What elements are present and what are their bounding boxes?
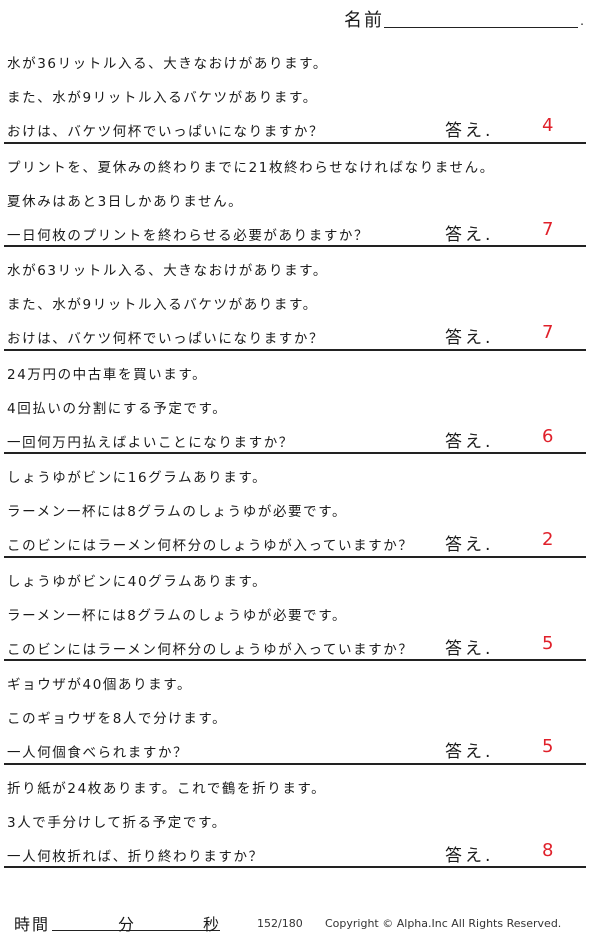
problem-question: 一人何枚折れば、折り終わりますか？ <box>7 848 264 865</box>
page-number: 152/180 <box>257 917 303 930</box>
name-label: 名前 <box>344 10 384 31</box>
problem-question: このビンにはラーメン何杯分のしょうゆが入っていますか？ <box>7 538 414 554</box>
problem-line: 水が36リットル入る、大きなおけがあります。 <box>7 56 329 72</box>
problem-question: 一日何枚のプリントを終わらせる必要がありますか？ <box>7 227 370 244</box>
problem-6: しょうゆがビンに40グラムあります。 ラーメン一杯には8グラムのしょうゆが必要で… <box>4 558 586 661</box>
name-blank-line <box>384 27 578 28</box>
answer-label: 答え. <box>445 535 494 555</box>
problem-line: プリントを、夏休みの終わりまでに21枚終わらせなければなりません。 <box>7 159 495 176</box>
problem-2: プリントを、夏休みの終わりまでに21枚終わらせなければなりません。 夏休みはあと… <box>4 144 586 247</box>
problem-line: ギョウザが40個あります。 <box>7 677 193 693</box>
problem-question: おけは、バケツ何杯でいっぱいになりますか？ <box>7 331 325 347</box>
answer-label: 答え. <box>445 638 494 659</box>
minutes-label: 分 <box>118 915 135 934</box>
problem-line: 4回払いの分割にする予定です。 <box>7 400 228 417</box>
answer-value: 5 <box>542 736 554 757</box>
problem-5: しょうゆがビンに16グラムあります。 ラーメン一杯には8グラムのしょうゆが必要で… <box>4 454 586 558</box>
footer: 時間 分 秒 152/180 Copyright © Alpha.Inc All… <box>0 911 600 935</box>
answer-label: 答え. <box>445 328 494 348</box>
problem-question: 一回何万円払えばよいことになりますか？ <box>7 434 294 451</box>
problem-line: 水が63リットル入る、大きなおけがあります。 <box>7 263 329 279</box>
answer-value: 5 <box>542 632 554 654</box>
time-label: 時間 <box>14 915 51 934</box>
problem-line: このギョウザを8人で分けます。 <box>7 711 228 727</box>
problem-8: 折り紙が24枚あります。これで鶴を折ります。 3人で手分けして折る予定です。 一… <box>4 765 586 868</box>
answer-value: 8 <box>542 839 554 861</box>
problem-line: ラーメン一杯には8グラムのしょうゆが必要です。 <box>7 607 348 624</box>
answer-value: 4 <box>542 115 554 136</box>
answer-value: 7 <box>542 322 554 343</box>
problem-line: 24万円の中古車を買います。 <box>7 366 208 383</box>
problem-question: このビンにはラーメン何杯分のしょうゆが入っていますか？ <box>7 641 414 658</box>
problem-line: ラーメン一杯には8グラムのしょうゆが必要です。 <box>7 504 348 520</box>
name-field-row: 名前 . <box>344 6 584 31</box>
name-suffix: . <box>580 14 584 28</box>
problem-question: おけは、バケツ何杯でいっぱいになりますか？ <box>7 124 325 140</box>
answer-label: 答え. <box>445 121 494 141</box>
problem-line: 3人で手分けして折る予定です。 <box>7 814 227 831</box>
answer-label: 答え. <box>445 742 494 762</box>
problem-7: ギョウザが40個あります。 このギョウザを8人で分けます。 一人何個食べられます… <box>4 661 586 765</box>
problem-3: 水が63リットル入る、大きなおけがあります。 また、水が9リットル入るバケツがあ… <box>4 247 586 351</box>
problem-list: 水が36リットル入る、大きなおけがあります。 また、水が9リットル入るバケツがあ… <box>4 40 586 868</box>
answer-label: 答え. <box>445 845 494 866</box>
problem-line: 夏休みはあと3日しかありません。 <box>7 193 244 210</box>
answer-label: 答え. <box>445 224 494 245</box>
answer-value: 6 <box>542 425 554 447</box>
problem-line: しょうゆがビンに40グラムあります。 <box>7 573 268 590</box>
problem-question: 一人何個食べられますか？ <box>7 745 189 761</box>
answer-value: 2 <box>542 529 554 550</box>
problem-line: 折り紙が24枚あります。これで鶴を折ります。 <box>7 780 327 797</box>
problem-line: また、水が9リットル入るバケツがあります。 <box>7 90 318 106</box>
problem-4: 24万円の中古車を買います。 4回払いの分割にする予定です。 一回何万円払えばよ… <box>4 351 586 454</box>
copyright-text: Copyright © Alpha.Inc All Rights Reserve… <box>325 917 562 930</box>
problem-line: しょうゆがビンに16グラムあります。 <box>7 470 268 486</box>
problem-1: 水が36リットル入る、大きなおけがあります。 また、水が9リットル入るバケツがあ… <box>4 40 586 144</box>
answer-label: 答え. <box>445 431 494 452</box>
time-blank-line <box>52 930 220 931</box>
problem-line: また、水が9リットル入るバケツがあります。 <box>7 297 318 313</box>
seconds-label: 秒 <box>203 915 220 934</box>
answer-value: 7 <box>542 218 554 240</box>
